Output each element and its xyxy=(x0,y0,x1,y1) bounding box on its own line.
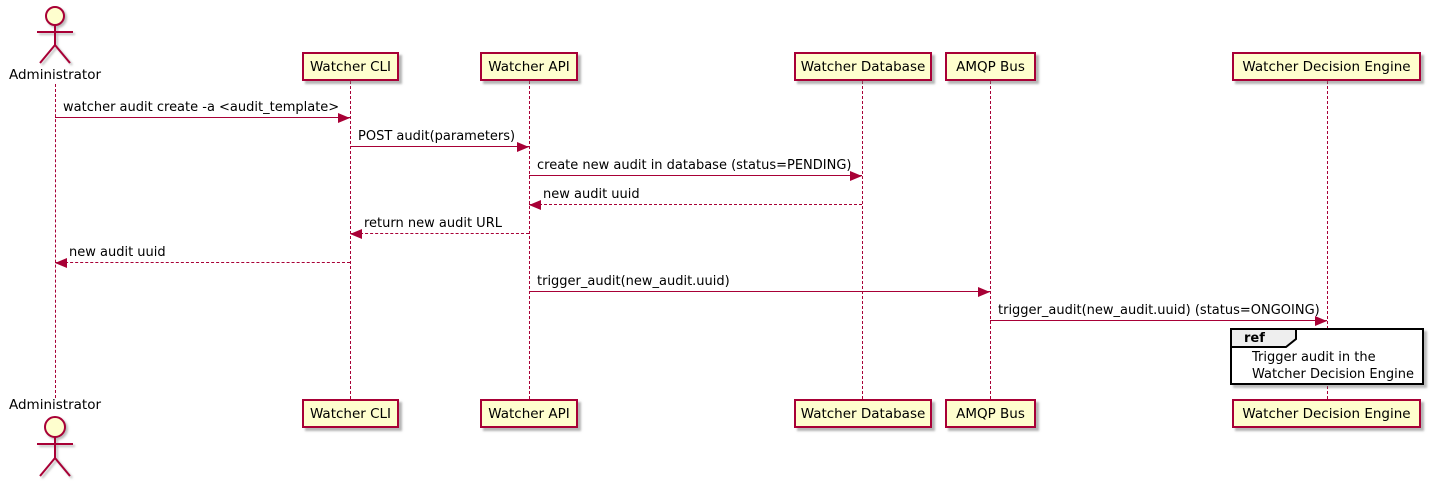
message-line xyxy=(350,233,529,234)
arrow-left-icon xyxy=(350,229,362,239)
participant-bottom-amqp-bus: AMQP Bus xyxy=(945,399,1036,428)
ref-keyword: ref xyxy=(1244,331,1265,346)
message-line xyxy=(529,291,990,292)
lifeline-watcher-decision-engine xyxy=(1327,81,1328,399)
message-post-audit: POST audit(parameters) xyxy=(350,129,529,152)
message-line xyxy=(350,146,529,147)
message-return-audit-url: return new audit URL xyxy=(350,216,529,239)
participant-bottom-watcher-database: Watcher Database xyxy=(794,399,932,428)
participant-label: Watcher Database xyxy=(800,405,926,422)
message-label: create new audit in database (status=PEN… xyxy=(537,158,852,173)
message-label: trigger_audit(new_audit.uuid) xyxy=(537,274,730,289)
message-trigger-audit-ongoing: trigger_audit(new_audit.uuid) (status=ON… xyxy=(990,303,1327,326)
message-label: trigger_audit(new_audit.uuid) (status=ON… xyxy=(998,303,1320,318)
message-line xyxy=(55,117,350,118)
participant-label: Watcher Decision Engine xyxy=(1242,58,1411,75)
lifeline-administrator xyxy=(55,84,56,398)
message-new-audit-uuid-return: new audit uuid xyxy=(529,187,862,210)
lifeline-watcher-api xyxy=(529,81,530,399)
message-audit-create: watcher audit create -a <audit_template> xyxy=(55,100,350,123)
lifeline-watcher-cli xyxy=(350,81,351,399)
message-create-audit-db: create new audit in database (status=PEN… xyxy=(529,158,862,181)
participant-bottom-watcher-cli: Watcher CLI xyxy=(302,399,399,428)
lifeline-amqp-bus xyxy=(990,81,991,399)
arrow-left-icon xyxy=(529,200,541,210)
participant-label: Watcher API xyxy=(488,58,570,75)
participant-top-watcher-decision-engine: Watcher Decision Engine xyxy=(1232,52,1421,81)
actor-label-top: Administrator xyxy=(8,67,102,83)
message-label: new audit uuid xyxy=(69,245,166,260)
ref-text: Trigger audit in the Watcher Decision En… xyxy=(1252,349,1414,383)
participant-label: AMQP Bus xyxy=(956,405,1025,422)
message-trigger-audit: trigger_audit(new_audit.uuid) xyxy=(529,274,990,297)
participant-label: Watcher CLI xyxy=(309,405,392,422)
arrow-right-icon xyxy=(850,171,862,181)
ref-tab-icon xyxy=(1230,328,1297,348)
actor-icon xyxy=(37,416,73,477)
participant-top-watcher-database: Watcher Database xyxy=(794,52,932,81)
message-line xyxy=(529,204,862,205)
participant-label: Watcher API xyxy=(488,405,570,422)
participant-label: Watcher Database xyxy=(800,58,926,75)
actor-label-bottom: Administrator xyxy=(8,397,102,413)
arrow-right-icon xyxy=(1315,316,1327,326)
message-label: new audit uuid xyxy=(543,187,640,202)
message-new-audit-uuid-admin: new audit uuid xyxy=(55,245,350,268)
ref-text-line2: Watcher Decision Engine xyxy=(1252,367,1414,382)
arrow-right-icon xyxy=(978,287,990,297)
message-line xyxy=(55,262,350,263)
actor-icon xyxy=(37,6,73,64)
arrow-right-icon xyxy=(338,113,350,123)
arrow-right-icon xyxy=(517,142,529,152)
message-label: watcher audit create -a <audit_template> xyxy=(63,100,340,115)
participant-label: AMQP Bus xyxy=(956,58,1025,75)
participant-label: Watcher Decision Engine xyxy=(1242,405,1411,422)
participant-bottom-watcher-api: Watcher API xyxy=(480,399,578,428)
arrow-left-icon xyxy=(55,258,67,268)
participant-label: Watcher CLI xyxy=(309,58,392,75)
participant-top-amqp-bus: AMQP Bus xyxy=(945,52,1036,81)
lifeline-watcher-database xyxy=(862,81,863,399)
ref-fragment: ref Trigger audit in the Watcher Decisio… xyxy=(1230,328,1424,385)
ref-text-line1: Trigger audit in the xyxy=(1252,350,1376,365)
message-line xyxy=(990,320,1327,321)
message-line xyxy=(529,175,862,176)
participant-top-watcher-api: Watcher API xyxy=(480,52,578,81)
participant-top-watcher-cli: Watcher CLI xyxy=(302,52,399,81)
message-label: POST audit(parameters) xyxy=(358,129,516,144)
participant-bottom-watcher-decision-engine: Watcher Decision Engine xyxy=(1232,399,1421,428)
message-label: return new audit URL xyxy=(364,216,502,231)
